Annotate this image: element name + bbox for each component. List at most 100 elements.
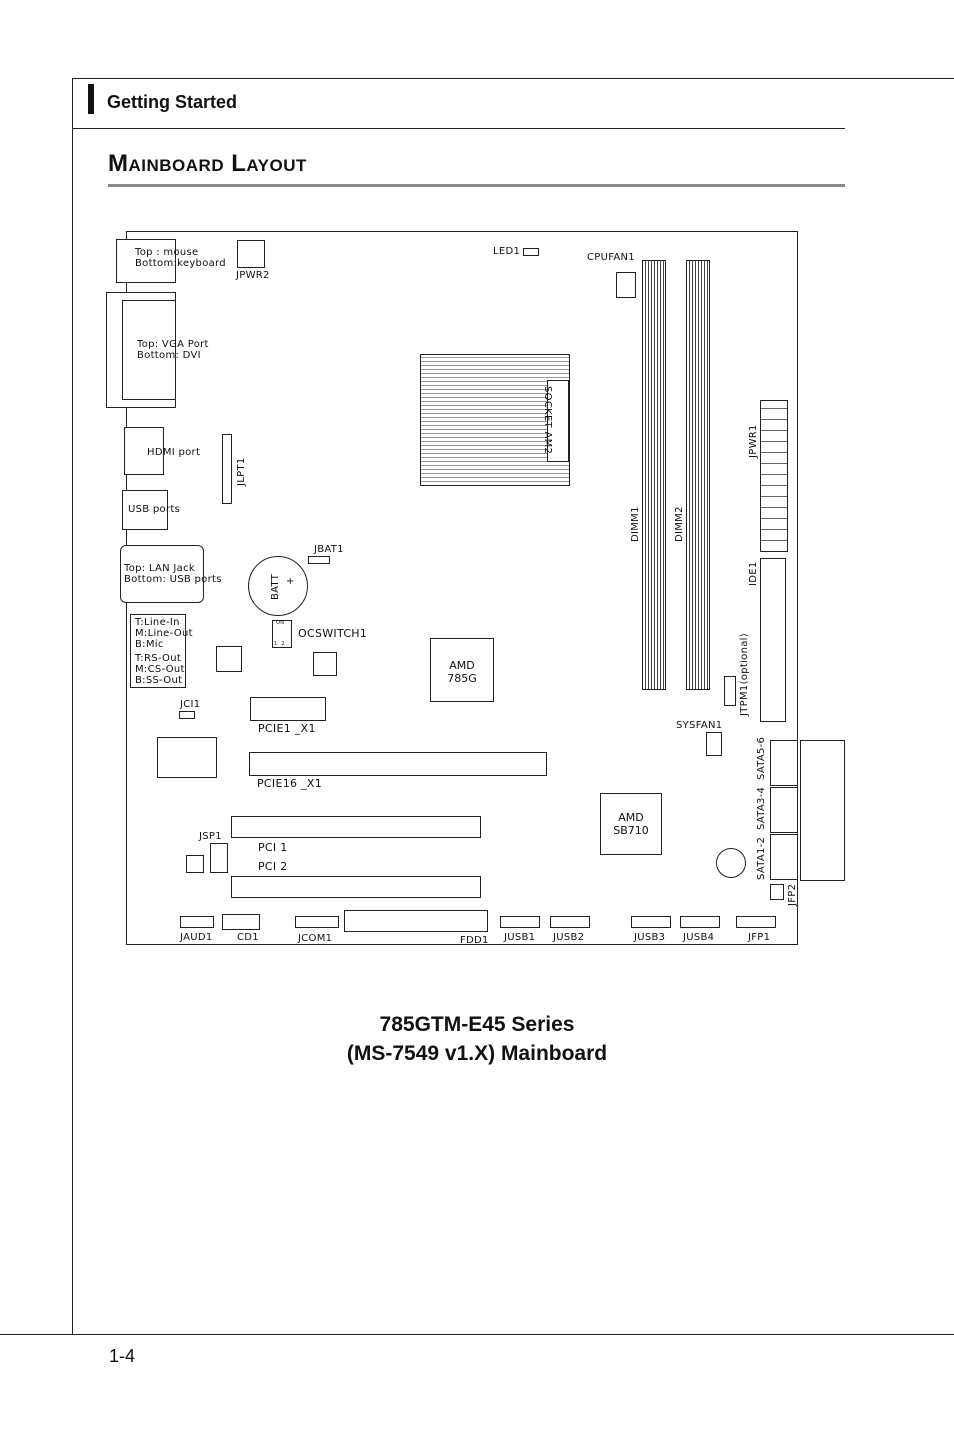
jtpm1-label: JTPM1(optional) [739,633,750,716]
jlpt1-label: JLPT1 [236,457,247,486]
cpufan1-label: CPUFAN1 [587,252,635,263]
lan-usb-label: Top: LAN Jack Bottom: USB ports [124,563,222,585]
caption-line-2: (MS-7549 v1.X) Mainboard [346,1042,608,1065]
mainboard-diagram: Top : mouse Bottom:keyboard Top: VGA Por… [106,231,845,946]
sata56-connector [770,740,798,786]
pci2-slot [231,876,481,898]
battery-label: BATT [270,573,281,600]
jusb4-label: JUSB4 [683,932,715,943]
jusb2-label: JUSB2 [553,932,585,943]
chip-small-3 [186,855,204,873]
pcie1-label: PCIE1 _X1 [258,722,316,735]
chip-small-1 [216,646,242,672]
jci1-label: JCI1 [180,699,201,710]
battery [248,556,308,616]
sata34-label: SATA3-4 [756,786,767,830]
cd1-connector [222,914,260,930]
fdd1-label: FDD1 [460,935,489,946]
page-title: Mainboard Layout [108,150,307,177]
jtpm1-connector [724,676,736,706]
page-number: 1-4 [109,1346,136,1366]
jfp1-label: JFP1 [748,932,771,943]
jbat1-jumper [308,556,330,564]
audio-label-2: T:RS-Out M:CS-Out B:SS-Out [135,653,185,686]
jbat1-label: JBAT1 [314,544,344,555]
jfp2-connector [770,884,784,900]
sata-detail [800,740,845,881]
led1 [523,248,539,256]
pcie1-slot [250,697,326,721]
dimm2-label: DIMM2 [674,506,685,542]
pcie16-slot [249,752,547,776]
caption-line-1: 785GTM-E45 Series [379,1013,575,1036]
jpwr1-connector [760,400,788,552]
ps2-port [116,239,176,283]
vga-dvi-inner [122,300,176,400]
fdd1-connector [344,910,488,932]
cpu-socket [420,354,570,486]
buzzer [716,848,746,878]
pci1-slot [231,816,481,838]
jsp1-connector [210,843,228,873]
sata34-connector [770,787,798,833]
jpwr1-label: JPWR1 [748,424,759,458]
jcom1-header [295,916,339,928]
amd-sb710-chip: AMD SB710 [600,793,662,855]
dimm1-label: DIMM1 [630,506,641,542]
lan-usb-port [120,545,204,603]
pcie16-label: PCIE16 _X1 [257,777,323,790]
led1-label: LED1 [493,246,521,257]
section-title: Getting Started [107,92,238,112]
footer-line [0,1334,954,1335]
title-underline [108,184,845,187]
jusb3-label: JUSB3 [634,932,666,943]
io-chip [157,737,217,778]
ide1-connector [760,558,786,722]
sysfan1-label: SYSFAN1 [676,720,723,731]
pci2-label: PCI 2 [258,860,288,873]
jusb2-header [550,916,590,928]
jfp1-header [736,916,776,928]
cd1-label: CD1 [237,932,259,943]
battery-plus: + [286,576,295,587]
jaud1-label: JAUD1 [180,932,213,943]
jfp2-label: JFP2 [787,883,798,906]
pci1-label: PCI 1 [258,841,288,854]
amd-785g-chip: AMD 785G [430,638,494,702]
jci1-jumper [179,711,195,719]
socket-label-area [547,380,569,462]
usb-port-block [122,490,168,530]
hdmi-port [124,427,164,475]
jaud1-header [180,916,214,928]
jusb3-header [631,916,671,928]
audio-jack-block [130,614,186,688]
jpwr2-label: JPWR2 [236,270,270,281]
jusb4-header [680,916,720,928]
hdmi-label: HDMI port [147,447,201,458]
dip-number-label: 1 2 [274,641,285,647]
ide1-label: IDE1 [748,561,759,586]
header-accent-bar [88,84,94,114]
sysfan1-connector [706,732,722,756]
jpwr2-connector [237,240,265,268]
jlpt1-connector [222,434,232,504]
ocswitch1-label: OCSWITCH1 [298,627,368,640]
sata12-label: SATA1-2 [756,836,767,880]
jcom1-label: JCOM1 [298,933,333,944]
sata56-label: SATA5-6 [756,736,767,780]
vga-dvi-label: Top: VGA Port Bottom: DVI [137,339,209,361]
audio-label-1: T:Line-In M:Line-Out B:Mic [135,617,193,650]
ps2-label: Top : mouse Bottom:keyboard [135,247,226,269]
dimm1-slot [642,260,666,690]
socket-label: SOCKET AM2 [542,386,553,455]
dimm2-slot [686,260,710,690]
dip-on-label: ON [276,620,285,626]
ocswitch-dip [272,620,292,648]
cpufan1-connector [616,272,636,298]
usb-label: USB ports [128,504,181,515]
jsp1-label: JSP1 [199,831,222,842]
header-top-line [72,78,954,79]
left-margin-line [72,78,73,1335]
header-bottom-line [72,128,845,129]
jusb1-label: JUSB1 [504,932,536,943]
